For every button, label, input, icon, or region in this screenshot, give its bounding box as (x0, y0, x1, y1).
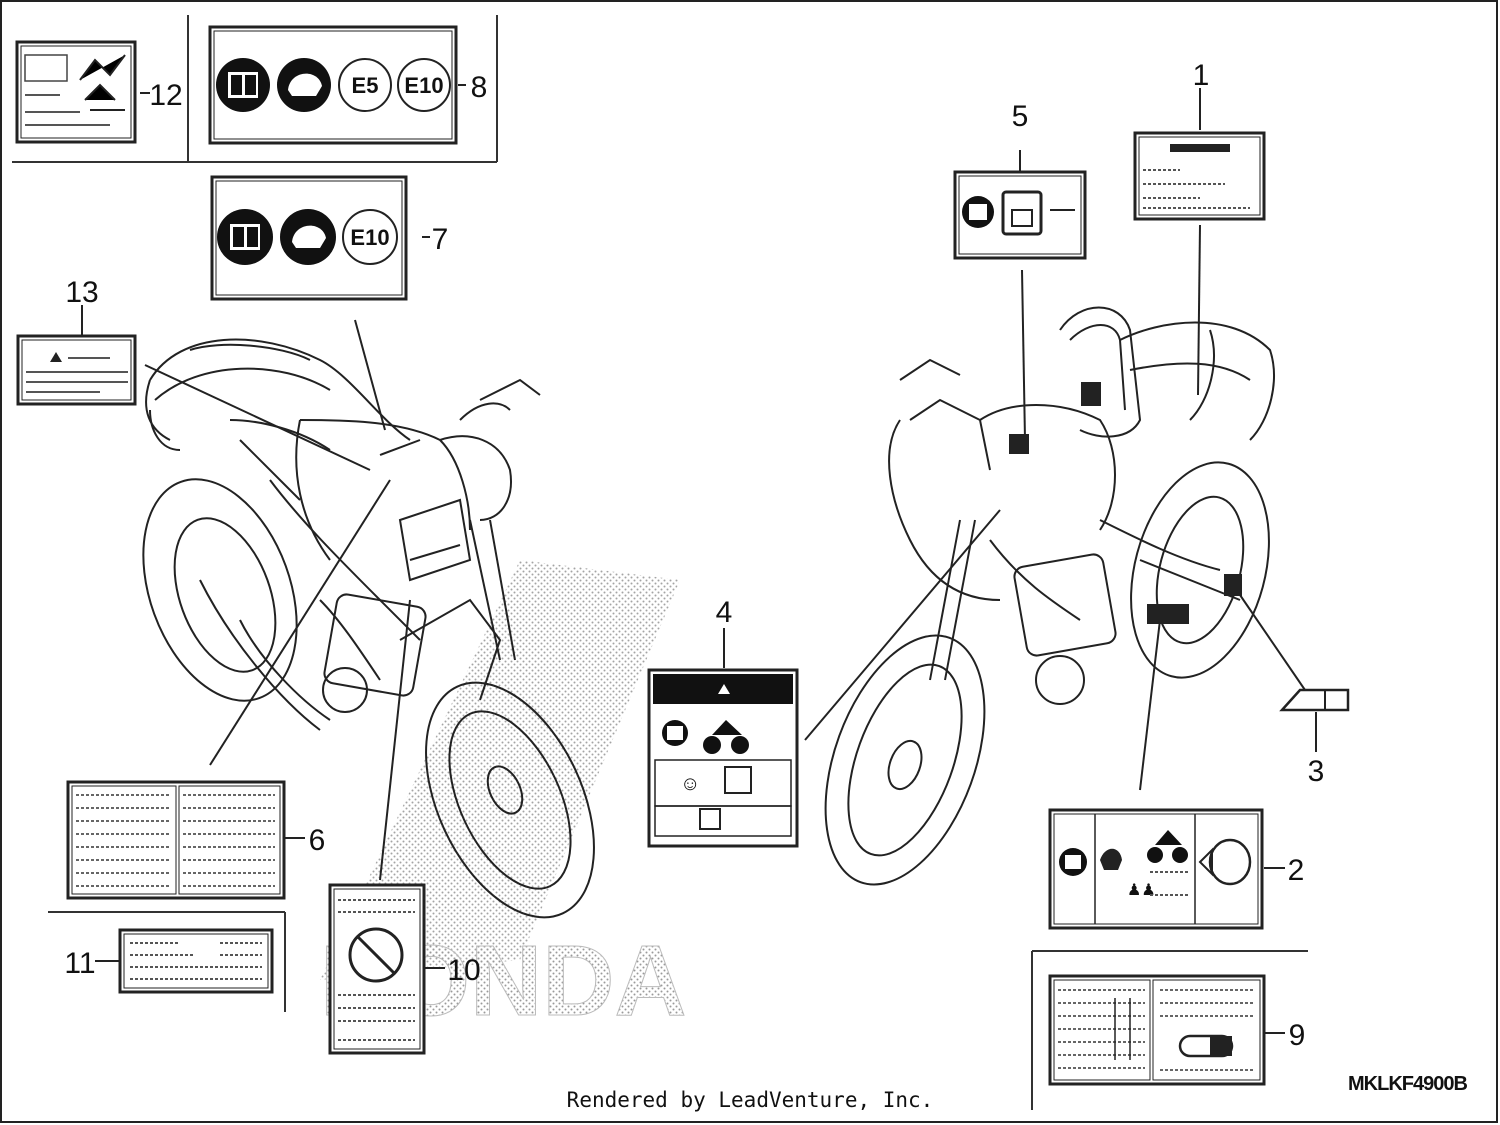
label-1 (1133, 131, 1266, 221)
label-8: E5 E10 (208, 25, 458, 145)
rider-passenger-icon: ☺ (680, 773, 700, 795)
leader-lines (81, 84, 1317, 1034)
motorcycle-left-view (142, 338, 595, 919)
label-13 (16, 334, 137, 406)
rider-icon: ♟♟ (1127, 882, 1156, 899)
motorcycle-icon (703, 720, 749, 754)
callout-8: 8 (471, 71, 488, 104)
label-12 (15, 40, 137, 144)
callout-6: 6 (309, 824, 326, 857)
callout-9: 9 (1289, 1019, 1306, 1052)
warning-triangle-icon (50, 352, 62, 362)
callout-12: 12 (149, 79, 182, 112)
callout-13: 13 (65, 276, 98, 309)
label-5 (953, 170, 1087, 260)
warning-triangle-icon (718, 684, 730, 694)
label-6 (66, 780, 286, 900)
callout-10: 10 (447, 954, 480, 987)
fuel-e10-text: E10 (350, 225, 389, 250)
motorcycle-right-view (824, 306, 1275, 886)
fuel-e5-badge (338, 58, 392, 112)
section-dividers (12, 15, 1308, 1110)
fuel-e10-text: E10 (404, 73, 443, 98)
label-9 (1048, 974, 1266, 1086)
diagram-code: MKLKF4900B (1348, 1073, 1468, 1095)
label-11 (118, 928, 274, 994)
rendered-by-footer: Rendered by LeadVenture, Inc. (566, 1088, 934, 1112)
label-2: ♟♟ (1048, 808, 1264, 930)
storage-icon (1001, 190, 1043, 236)
label-6-text-lines (76, 794, 275, 887)
label-4: ☺ (647, 668, 799, 848)
label-10 (328, 883, 426, 1055)
callout-5: 5 (1012, 100, 1029, 133)
callout-7: 7 (432, 223, 449, 256)
fuel-e5-text: E5 (352, 73, 379, 98)
callout-1: 1 (1193, 59, 1210, 92)
callout-4: 4 (716, 596, 733, 629)
label-3 (1279, 688, 1350, 712)
warning-pictogram-icon (79, 54, 126, 111)
tire-pressure-icon (1208, 838, 1252, 886)
prohibition-icon (348, 927, 404, 983)
helmet-icon (1100, 848, 1122, 870)
label-7: E10 (210, 175, 408, 301)
callout-3: 3 (1308, 755, 1325, 788)
brand-logo (1170, 144, 1230, 152)
motorcycle-icon (1147, 830, 1188, 863)
fuel-e10-badge (397, 58, 451, 112)
callout-2: 2 (1288, 854, 1305, 887)
callout-11: 11 (64, 947, 95, 980)
fuel-e10-badge (342, 209, 398, 265)
